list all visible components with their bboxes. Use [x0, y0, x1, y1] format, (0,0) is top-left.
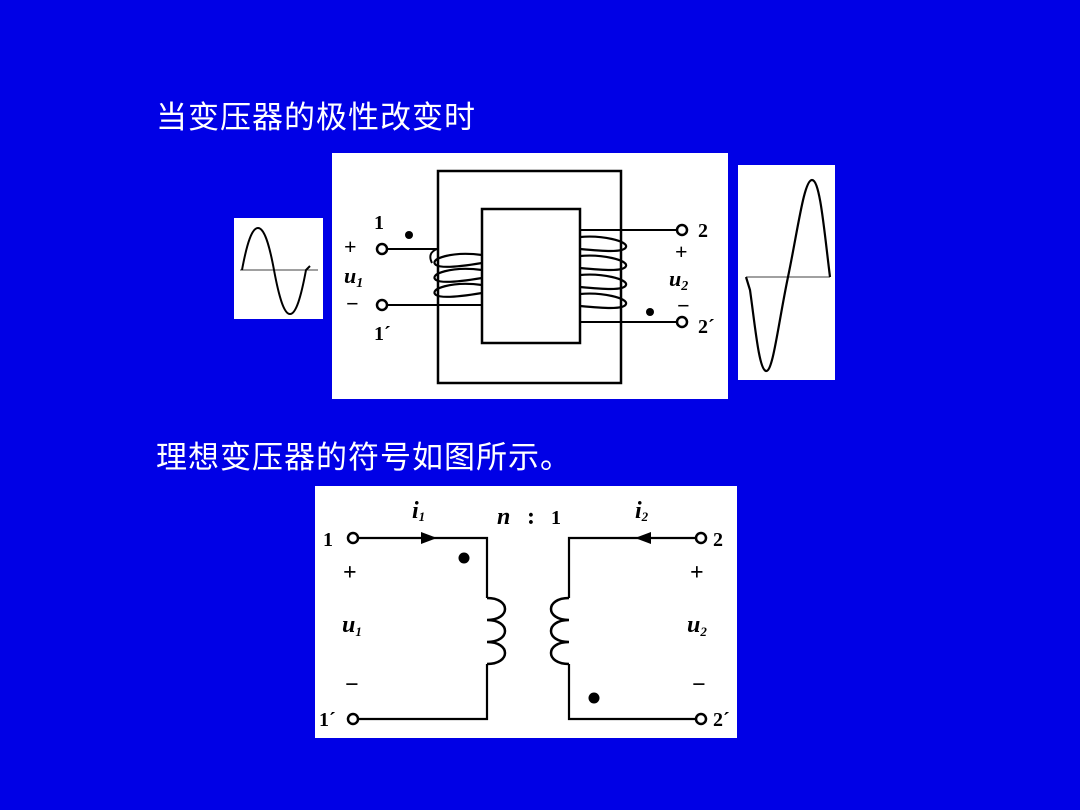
output-sine-wave — [744, 178, 832, 373]
label-ratio-n: n — [497, 504, 510, 530]
symbol-secondary-dot — [588, 692, 600, 704]
label-symbol-u1: u1 — [342, 612, 362, 639]
primary-polarity-dot — [405, 231, 413, 239]
label-ratio-colon: : — [527, 504, 535, 530]
label-terminal-2p: 2´ — [698, 316, 715, 338]
label-symbol-terminal-2: 2 — [713, 529, 723, 551]
label-symbol-minus-secondary: − — [692, 672, 706, 698]
label-i2: i2 — [635, 498, 649, 524]
symbol-terminal-1p-node — [346, 712, 360, 726]
primary-lead-top — [387, 248, 438, 264]
secondary-inductor — [549, 596, 570, 666]
heading-polarity-change: 当变压器的极性改变时 — [156, 100, 476, 136]
input-waveform-panel — [234, 218, 323, 319]
label-terminal-1: 1 — [374, 212, 384, 234]
terminal-2p-node — [675, 315, 689, 329]
primary-bottom-wire — [358, 664, 489, 721]
label-plus-secondary: + — [675, 239, 688, 264]
label-symbol-terminal-1: 1 — [323, 529, 333, 551]
symbol-terminal-1-node — [346, 531, 360, 545]
ideal-transformer-symbol-figure: i1 n : 1 i2 1 + u1 − 1´ 2 + u2 − 2´ — [315, 486, 737, 738]
symbol-primary-dot — [458, 552, 470, 564]
label-terminal-2: 2 — [698, 220, 708, 242]
transformer-core-figure: 1 + u1 − 1´ 2 + u2 − 2´ — [332, 153, 728, 399]
sine-curve — [744, 178, 832, 373]
terminal-1-node — [375, 242, 389, 256]
label-minus-primary: − — [346, 291, 359, 316]
label-ratio-one: 1 — [551, 507, 561, 529]
label-u2: u2 — [669, 266, 688, 294]
label-plus-primary: + — [344, 234, 357, 259]
sine-curve — [241, 226, 311, 316]
input-sine-wave — [240, 226, 318, 316]
label-symbol-terminal-2p: 2´ — [713, 709, 730, 731]
label-terminal-1p: 1´ — [374, 323, 391, 345]
primary-coil — [433, 252, 483, 299]
label-symbol-plus-primary: + — [343, 560, 357, 586]
secondary-top-wire — [567, 536, 696, 598]
label-u1: u1 — [344, 263, 363, 291]
label-symbol-terminal-1p: 1´ — [319, 709, 336, 731]
primary-top-wire — [358, 536, 489, 598]
output-waveform-panel — [738, 165, 835, 380]
label-i1: i1 — [412, 498, 425, 524]
symbol-terminal-2p-node — [694, 712, 708, 726]
symbol-terminal-2-node — [694, 531, 708, 545]
i1-arrow — [421, 532, 437, 544]
core-outer-frame — [436, 169, 623, 385]
terminal-1p-node — [375, 298, 389, 312]
i2-arrow — [635, 532, 651, 544]
label-symbol-minus-primary: − — [345, 672, 359, 698]
label-symbol-plus-secondary: + — [690, 560, 704, 586]
primary-inductor — [486, 596, 507, 666]
heading-ideal-transformer-symbol: 理想变压器的符号如图所示。 — [156, 440, 572, 476]
secondary-polarity-dot — [646, 308, 654, 316]
terminal-2-node — [675, 223, 689, 237]
label-minus-secondary: − — [677, 293, 690, 318]
secondary-bottom-wire — [567, 664, 696, 721]
core-window — [480, 207, 582, 345]
secondary-coil — [579, 235, 628, 310]
label-symbol-u2: u2 — [687, 612, 707, 639]
